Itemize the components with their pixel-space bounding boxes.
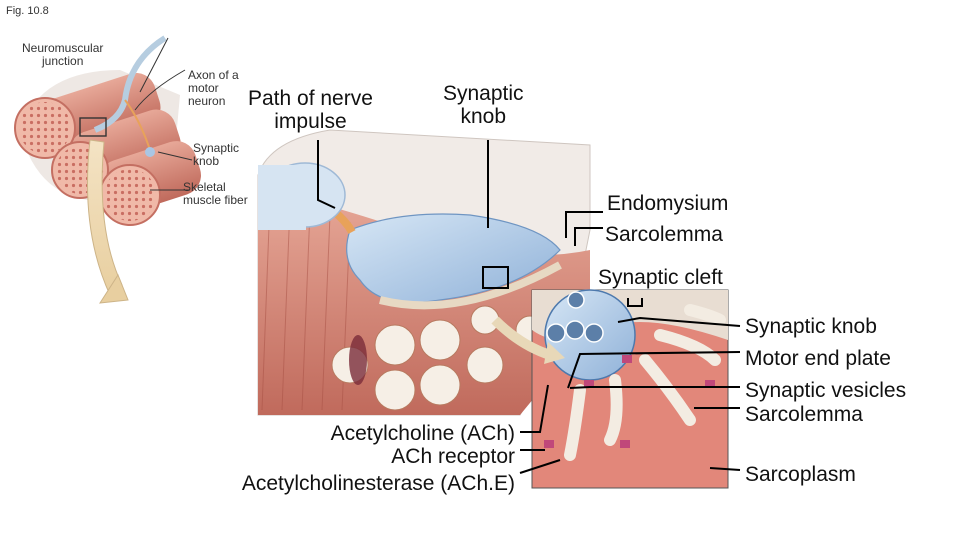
- label-sarcolemma-top: Sarcolemma: [605, 223, 723, 246]
- label-synaptic-knob-top: Synaptic knob: [443, 82, 524, 128]
- label-synaptic-vesicles: Synaptic vesicles: [745, 379, 907, 402]
- label-synaptic-knob-small: Synaptic knob: [193, 141, 240, 168]
- label-acetylcholine: Acetylcholine (ACh): [330, 422, 515, 445]
- label-skeletal-muscle-fiber: Skeletal muscle fiber: [183, 180, 248, 207]
- magnify-arrow: [491, 316, 552, 360]
- label-ach-receptor: ACh receptor: [391, 445, 515, 468]
- figure-label: Fig. 10.8: [6, 5, 49, 17]
- label-synaptic-cleft: Synaptic cleft: [598, 266, 723, 289]
- label-synaptic-knob-right: Synaptic knob: [745, 315, 877, 338]
- label-sarcoplasm: Sarcoplasm: [745, 463, 856, 486]
- label-neuromuscular-junction: Neuromuscular junction: [22, 41, 104, 68]
- pointer-lines: [317, 140, 741, 474]
- label-endomysium: Endomysium: [607, 192, 729, 215]
- label-motor-end-plate: Motor end plate: [745, 347, 891, 370]
- synaptic-cleft-inset: [531, 289, 729, 489]
- region-box: [482, 266, 509, 289]
- junction-detail-panel: [257, 129, 591, 416]
- overview-muscle-bundle: [14, 35, 202, 304]
- label-acetylcholinesterase: Acetylcholinesterase (ACh.E): [241, 472, 515, 495]
- label-path-of-nerve-impulse: Path of nerve impulse: [248, 87, 373, 133]
- overview-highlight-box: [79, 117, 107, 137]
- label-axon-motor-neuron: Axon of a motor neuron: [188, 68, 239, 108]
- label-sarcolemma-right: Sarcolemma: [745, 403, 863, 426]
